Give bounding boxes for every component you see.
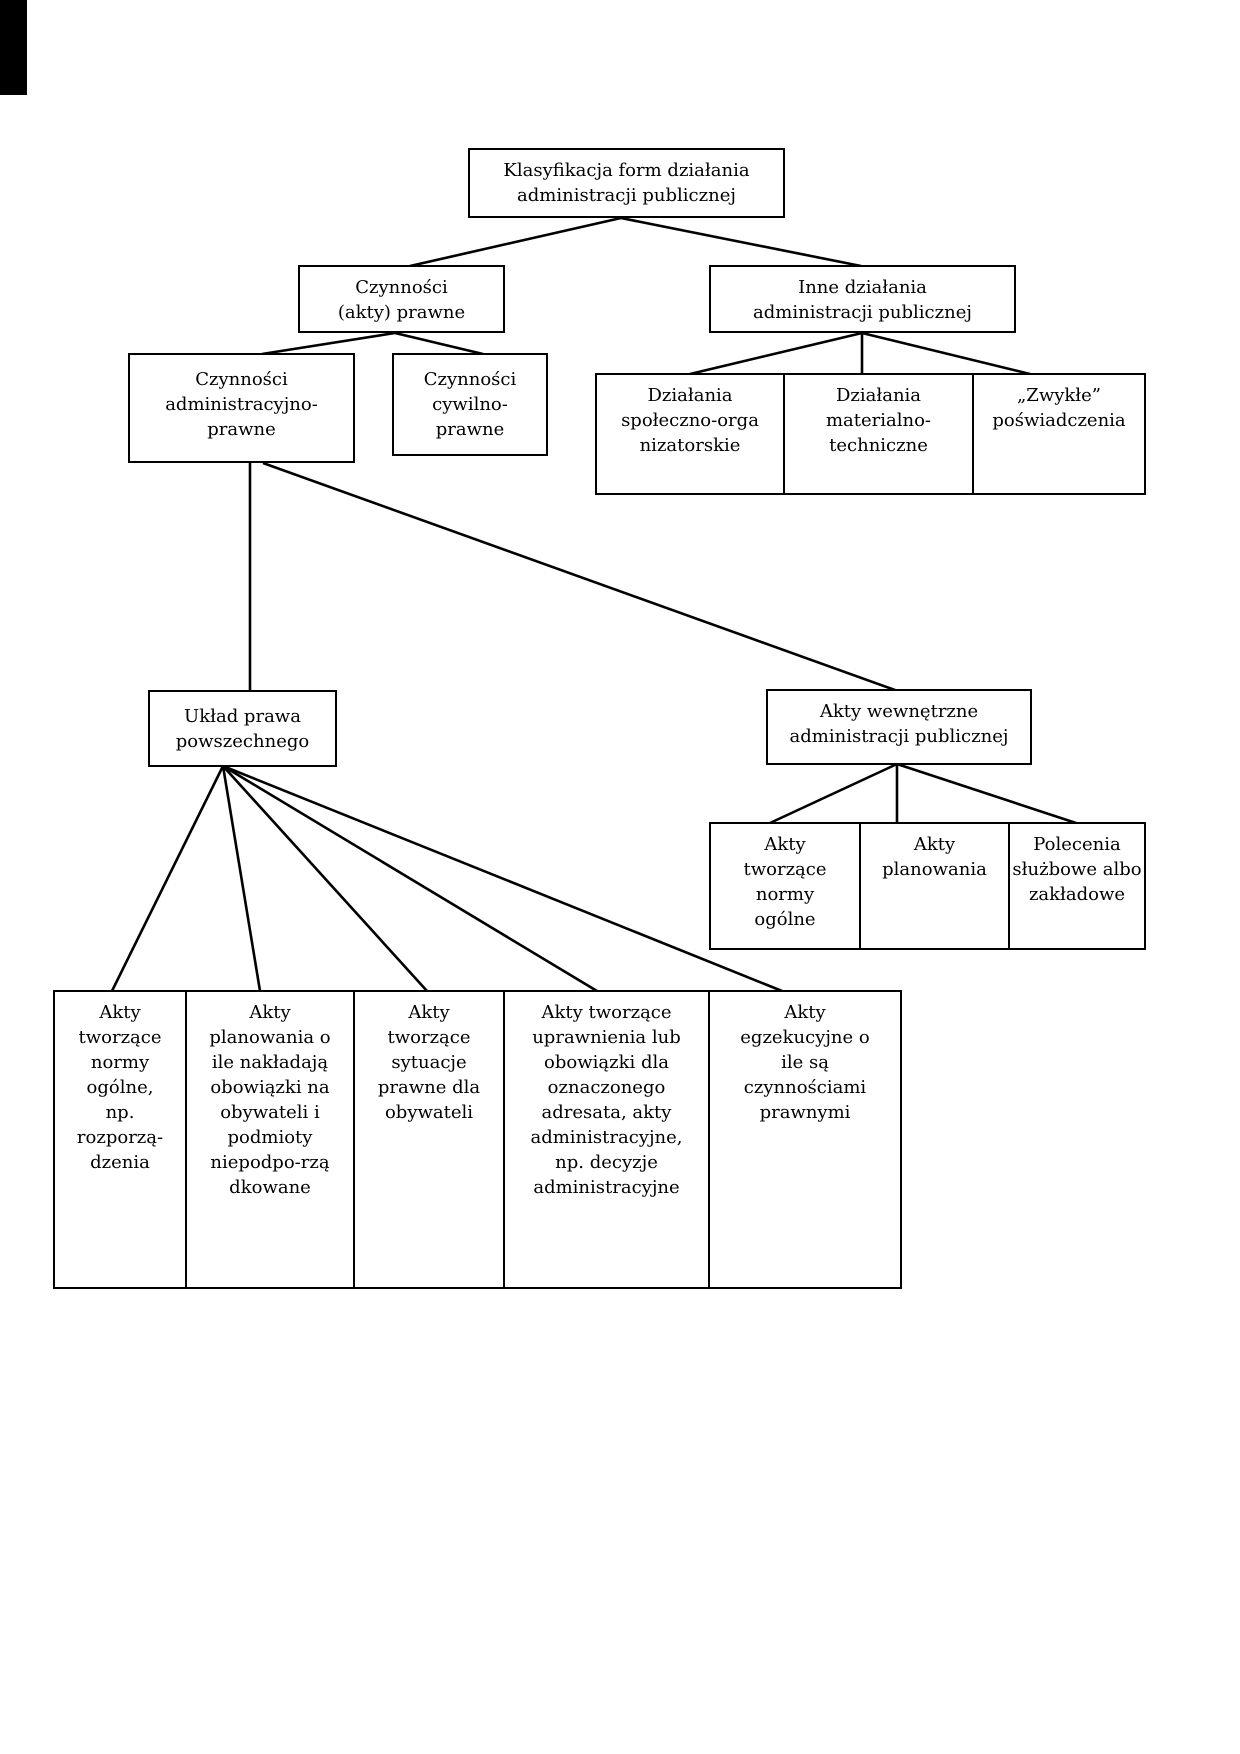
edge-root-czynnosci (409, 216, 622, 268)
edge-uklad-b4 (222, 764, 598, 993)
edge-aktywewnetrzne-r3 (896, 762, 1077, 825)
edge-uklad-b5 (222, 764, 783, 993)
edge-czynnosci-administracyjno (261, 331, 396, 356)
node-czynnosci-cywilno-prawne: Czynności cywilno- prawne (392, 353, 548, 456)
node-akty-uprawnienia-obowiazki: Akty tworzące uprawnienia lub obowiązki … (503, 990, 710, 1289)
node-czynnosci-administracyjno-prawne: Czynności administracyjno- prawne (128, 353, 355, 463)
node-dzialania-materialno-techniczne: Działania materialno- techniczne (783, 373, 974, 495)
edge-root-inne (620, 216, 862, 268)
node-akty-normy-ogolne-rozporzadzenia: Akty tworzące normy ogólne, np. rozporzą… (53, 990, 187, 1289)
node-zwykle-poswiadczenia: „Zwykłe” poświadczenia (972, 373, 1146, 495)
edge-uklad-b2 (221, 765, 262, 992)
node-akty-wewnetrzne: Akty wewnętrzne administracji publicznej (766, 689, 1032, 765)
node-akty-planowania-obowiazki: Akty planowania o ile nakładają obowiązk… (185, 990, 355, 1289)
node-akty-planowania: Akty planowania (859, 822, 1010, 950)
node-akty-sytuacje-prawne: Akty tworzące sytuacje prawne dla obywat… (353, 990, 505, 1289)
node-polecenia-sluzbowe: Polecenia służbowe albo zakładowe (1008, 822, 1146, 950)
edge-czynnosci-cywilno (394, 331, 484, 356)
node-akty-egzekucyjne: Akty egzekucyjne o ile są czynnościami p… (708, 990, 902, 1289)
edge-inne-zwykle (861, 331, 1031, 376)
node-akty-tworzace-normy-ogolne: Akty tworzące normy ogólne (709, 822, 861, 950)
edge-administracyjno-aktywewnetrzne (262, 461, 896, 692)
edge-aktywewnetrzne-r1 (769, 762, 898, 825)
node-inne-dzialania: Inne działania administracji publicznej (709, 265, 1016, 333)
node-czynnosci-akty-prawne: Czynności (akty) prawne (298, 265, 505, 333)
node-klasyfikacja-root: Klasyfikacja form działania administracj… (468, 148, 785, 218)
node-uklad-prawa-powszechnego: Układ prawa powszechnego (148, 690, 337, 767)
edge-inne-spoleczno (689, 331, 863, 376)
scan-corner-artifact (0, 0, 27, 95)
node-dzialania-spoleczno-organizatorskie: Działania społeczno-orga nizatorskie (595, 373, 785, 495)
edge-uklad-b1 (110, 765, 225, 992)
edge-uklad-b3 (222, 765, 428, 992)
